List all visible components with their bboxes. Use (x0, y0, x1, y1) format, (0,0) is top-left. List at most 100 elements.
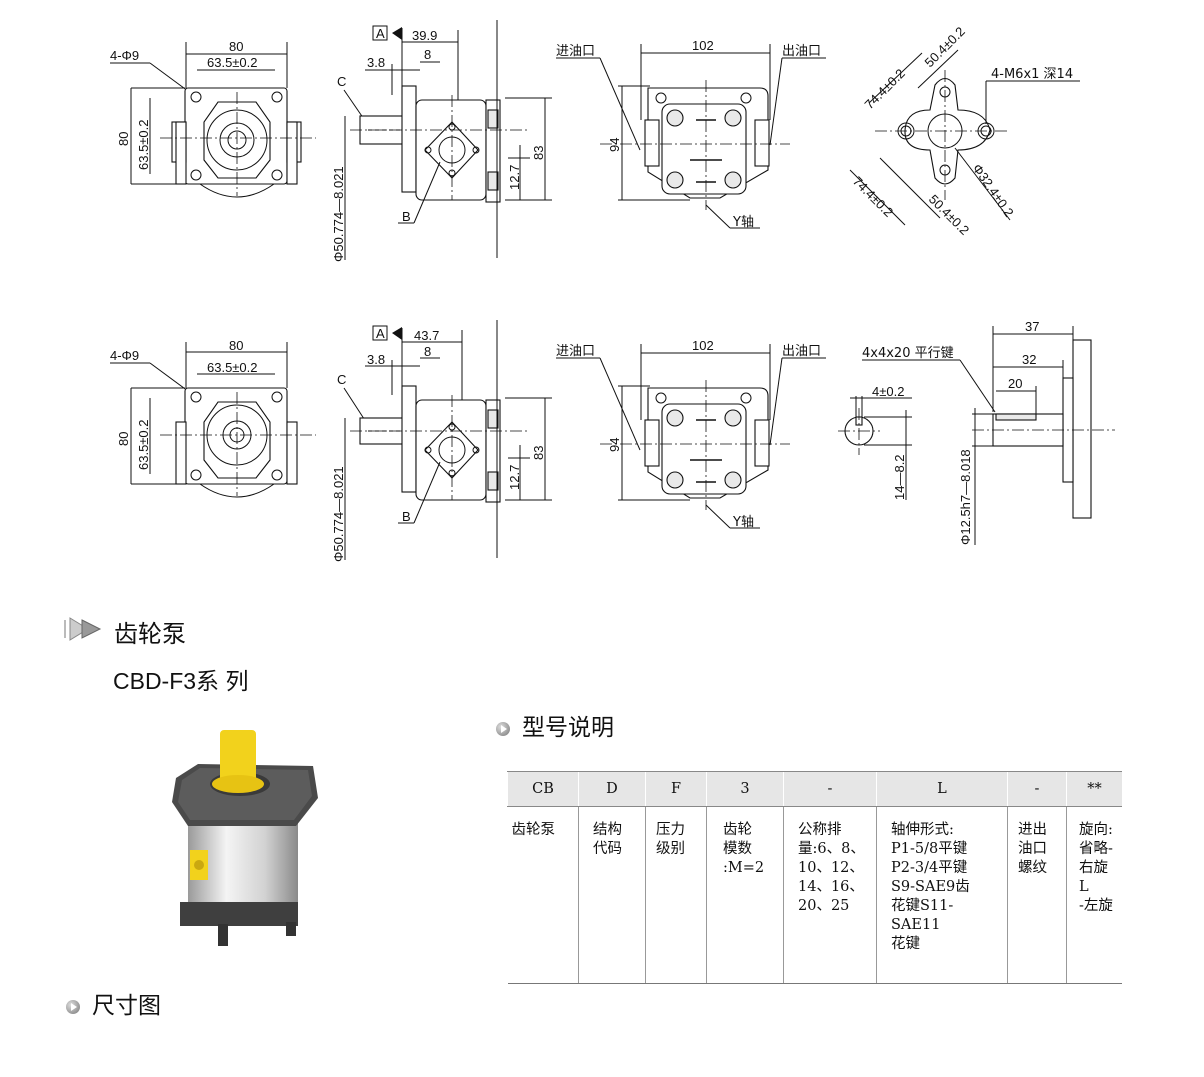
front-view-1: 80 63.5±0.2 4-Φ9 80 63.5±0.2 (110, 39, 316, 198)
label-b: B (402, 209, 411, 224)
col-header: F (645, 771, 707, 807)
label-m6: 4-M6x1 深14 (991, 67, 1073, 82)
label-c: C (337, 372, 346, 387)
dim-20: 20 (1008, 376, 1022, 391)
dim-80-h: 80 (229, 39, 243, 54)
dim-635-v: 63.5±0.2 (136, 419, 151, 470)
dim-504-b: 50.4±0.2 (926, 192, 972, 238)
section-heading (62, 614, 106, 646)
dim-80-v: 80 (116, 432, 131, 446)
label-y-axis: Y轴 (732, 515, 754, 530)
dim-437: 43.7 (414, 328, 439, 343)
dim-635-v: 63.5±0.2 (136, 119, 151, 170)
cell-line: S9-SAE9齿 (891, 879, 970, 895)
col-header: - (1007, 771, 1067, 807)
dim-127: 12.7 (507, 165, 522, 190)
datum-a: A (376, 26, 385, 41)
col-header: ** (1066, 771, 1122, 807)
circle-arrow-icon (66, 999, 80, 1014)
col-header: CB (507, 771, 579, 807)
dim-80-h: 80 (229, 338, 243, 353)
cell-line: 量:6、8、 (798, 841, 865, 857)
col-header: - (783, 771, 877, 807)
model-table: CB D F 3 - L - ** 齿轮泵 结构 代码 压力 级别 齿轮 模数 … (507, 771, 1122, 984)
cell-pressure: 压力 级别 (645, 806, 707, 984)
cell-line: 14、16、 (798, 879, 864, 895)
table-row: 齿轮泵 结构 代码 压力 级别 齿轮 模数 :M=2 公称排 量:6、8、 10… (507, 806, 1122, 984)
cell-line: P1-5/8平键 (891, 841, 968, 857)
ports-view-2: 进油口 出油口 102 94 Y轴 (556, 338, 826, 530)
dim-8: 8 (424, 47, 431, 62)
dim-635-h: 63.5±0.2 (207, 360, 258, 375)
holes-label: 4-Φ9 (110, 348, 139, 363)
cell-line: 花键S11- (891, 898, 954, 914)
col-header: D (578, 771, 646, 807)
cell-line: 20、25 (798, 898, 850, 914)
cell-line: 级别 (656, 841, 685, 857)
cell-line: 花键 (891, 936, 920, 952)
dim-127: 12.7 (507, 465, 522, 490)
cell-port: 进出 油口 螺纹 (1007, 806, 1067, 984)
model-title: 型号说明 (522, 715, 614, 741)
side-view-1: A 39.9 8 3.8 C 12.7 83 Φ50.774—8.021 B (331, 20, 552, 262)
label-outlet: 出油口 (782, 344, 821, 359)
cell-line: P2-3/4平键 (891, 860, 968, 876)
cell-shaft: 轴伸形式: P1-5/8平键 P2-3/4平键 S9-SAE9齿 花键S11- … (876, 806, 1008, 984)
label-y-axis: Y轴 (732, 215, 754, 230)
cell-module: 齿轮 模数 :M=2 (706, 806, 784, 984)
cell-pump: 齿轮泵 (507, 806, 579, 984)
dim-38: 3.8 (367, 352, 385, 367)
dim-399: 39.9 (412, 28, 437, 43)
cell-line: 压力 (656, 822, 685, 838)
col-header: 3 (706, 771, 784, 807)
dimension-heading: 尺寸图 (66, 986, 161, 1020)
cell-line: 省略- (1079, 841, 1113, 857)
holes-label: 4-Φ9 (110, 48, 139, 63)
label-b: B (402, 509, 411, 524)
dim-shaft-dia: Φ12.5h7—8.018 (958, 449, 973, 545)
front-view-2: 80 63.5±0.2 4-Φ9 80 63.5±0.2 (110, 338, 316, 498)
dim-32: 32 (1022, 352, 1036, 367)
dim-94: 94 (607, 438, 622, 452)
dim-38: 3.8 (367, 55, 385, 70)
cell-line: 轴伸形式: (891, 822, 954, 838)
side-view-2: A 43.7 8 3.8 C 12.7 83 Φ50.774—8.021 B (331, 320, 552, 562)
dim-83: 83 (531, 446, 546, 460)
cell-line: SAE11 (891, 917, 941, 933)
cell-line: 结构 (593, 822, 622, 838)
dim-80-v: 80 (116, 132, 131, 146)
cell-structure: 结构 代码 (578, 806, 646, 984)
cell-line: 公称排 (798, 822, 842, 838)
dim-94: 94 (607, 138, 622, 152)
ports-view-1: 进油口 出油口 102 94 Y轴 (556, 38, 826, 230)
dim-37: 37 (1025, 319, 1039, 334)
section-title: 齿轮泵 (114, 620, 186, 648)
cell-line: 齿轮 (723, 822, 752, 838)
dim-102: 102 (692, 38, 714, 53)
dim-744-a: 74.4±0.2 (862, 66, 908, 112)
cell-line: 旋向: (1079, 822, 1113, 838)
dim-dia: Φ50.774—8.021 (331, 166, 346, 262)
cell-line: 齿轮泵 (511, 822, 556, 838)
key-section: 4±0.2 14—8.2 (838, 384, 912, 500)
cell-line: :M=2 (723, 860, 765, 876)
cell-line: 代码 (593, 841, 622, 857)
dim-14: 14—8.2 (892, 454, 907, 500)
dim-102: 102 (692, 338, 714, 353)
dim-dia: Φ50.774—8.021 (331, 466, 346, 562)
label-outlet: 出油口 (782, 44, 821, 59)
label-c: C (337, 74, 346, 89)
model-heading: 型号说明 (496, 708, 614, 742)
cell-line: 10、12、 (798, 860, 864, 876)
flange-view: 74.4±0.2 50.4±0.2 4-M6x1 深14 74.4±0.2 50… (849, 24, 1080, 238)
table-header-row: CB D F 3 - L - ** (507, 771, 1122, 807)
dim-744-b: 74.4±0.2 (850, 174, 896, 220)
pump-photo (172, 730, 318, 946)
cell-line: 模数 (723, 841, 752, 857)
cell-rotation: 旋向: 省略- 右旋L -左旋 (1066, 806, 1122, 984)
cell-line: -左旋 (1079, 898, 1113, 914)
cell-line: 螺纹 (1018, 860, 1047, 876)
series-title: CBD-F3系 列 (113, 668, 249, 694)
col-header: L (876, 771, 1008, 807)
dim-8: 8 (424, 344, 431, 359)
